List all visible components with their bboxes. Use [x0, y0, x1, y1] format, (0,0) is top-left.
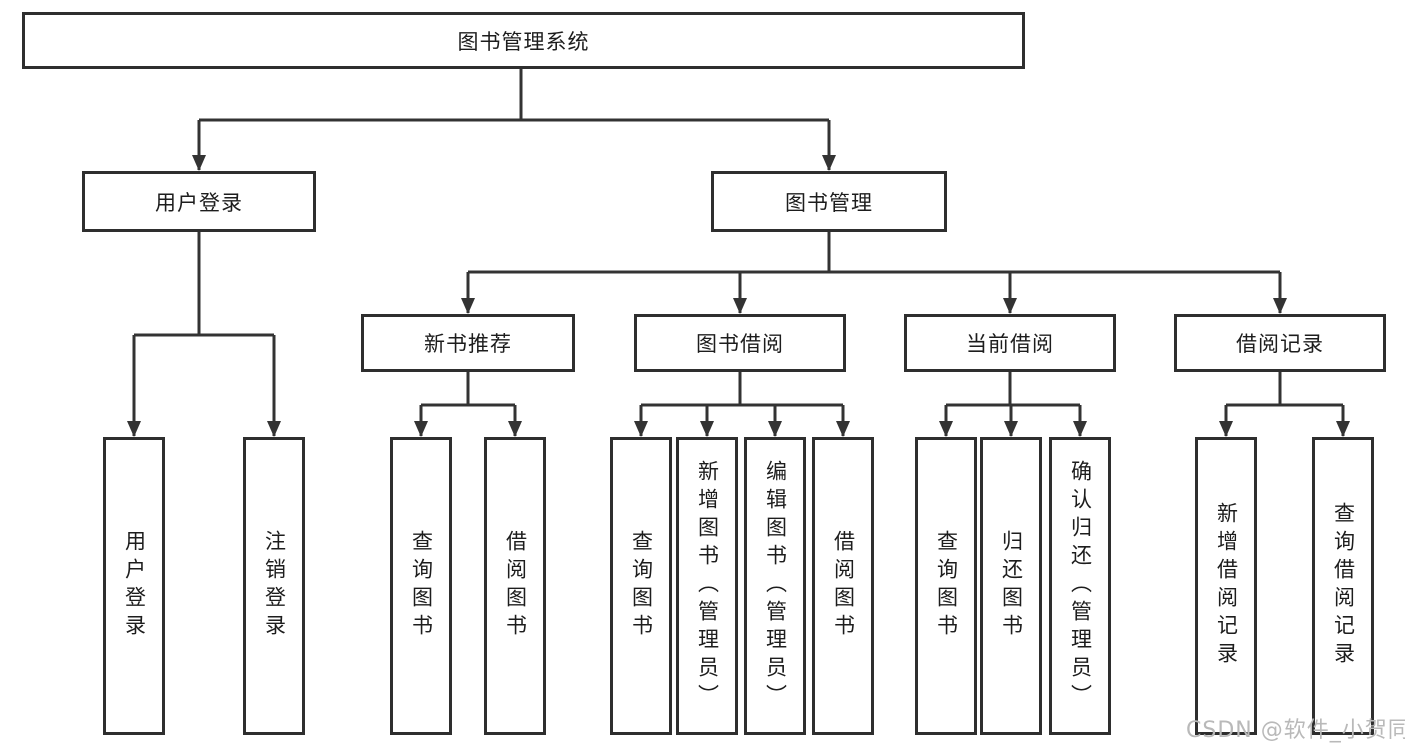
leaf-confirm-return-admin: 确认归还（管理员） [1049, 437, 1111, 735]
node-new-book-recommendation: 新书推荐 [361, 314, 575, 372]
leaf-query-borrow-record-label: 查询借阅记录 [1331, 502, 1356, 670]
node-borrowing-records: 借阅记录 [1174, 314, 1386, 372]
node-book-borrowing: 图书借阅 [634, 314, 846, 372]
node-user-login: 用户登录 [82, 171, 316, 232]
leaf-add-borrow-record-label: 新增借阅记录 [1214, 502, 1239, 670]
leaf-add-books-admin-label: 新增图书（管理员） [695, 460, 720, 712]
leaf-query-books-current: 查询图书 [915, 437, 977, 735]
leaf-return-books: 归还图书 [980, 437, 1042, 735]
connector-user-login [127, 232, 281, 437]
connector-new-book-recommendation [414, 372, 522, 437]
leaf-query-books-recommend-label: 查询图书 [409, 530, 434, 642]
node-book-management: 图书管理 [711, 171, 947, 232]
leaf-borrow-books-borrowing: 借阅图书 [812, 437, 874, 735]
leaf-logout-label: 注销登录 [262, 530, 287, 642]
connector-root [192, 69, 836, 171]
leaf-add-borrow-record: 新增借阅记录 [1195, 437, 1257, 735]
connector-book-borrowing [634, 372, 850, 437]
leaf-query-books-current-label: 查询图书 [934, 530, 959, 642]
leaf-edit-books-admin: 编辑图书（管理员） [744, 437, 806, 735]
leaf-user-login: 用户登录 [103, 437, 165, 735]
leaf-query-books-borrowing-label: 查询图书 [629, 530, 654, 642]
leaf-borrow-books-borrowing-label: 借阅图书 [831, 530, 856, 642]
connector-book-management [461, 232, 1287, 314]
node-system-root: 图书管理系统 [22, 12, 1025, 69]
csdn-watermark: CSDN @软件_小贺同学 [1186, 718, 1405, 743]
leaf-add-books-admin: 新增图书（管理员） [676, 437, 738, 735]
leaf-query-books-borrowing: 查询图书 [610, 437, 672, 735]
leaf-edit-books-admin-label: 编辑图书（管理员） [763, 460, 788, 712]
connector-borrowing-records [1219, 372, 1350, 437]
leaf-query-borrow-record: 查询借阅记录 [1312, 437, 1374, 735]
leaf-borrow-books-recommend-label: 借阅图书 [503, 530, 528, 642]
node-current-borrowing: 当前借阅 [904, 314, 1116, 372]
leaf-borrow-books-recommend: 借阅图书 [484, 437, 546, 735]
connector-current-borrowing [939, 372, 1087, 437]
leaf-user-login-label: 用户登录 [122, 530, 147, 642]
leaf-query-books-recommend: 查询图书 [390, 437, 452, 735]
leaf-confirm-return-admin-label: 确认归还（管理员） [1068, 460, 1093, 712]
leaf-logout: 注销登录 [243, 437, 305, 735]
leaf-return-books-label: 归还图书 [999, 530, 1024, 642]
